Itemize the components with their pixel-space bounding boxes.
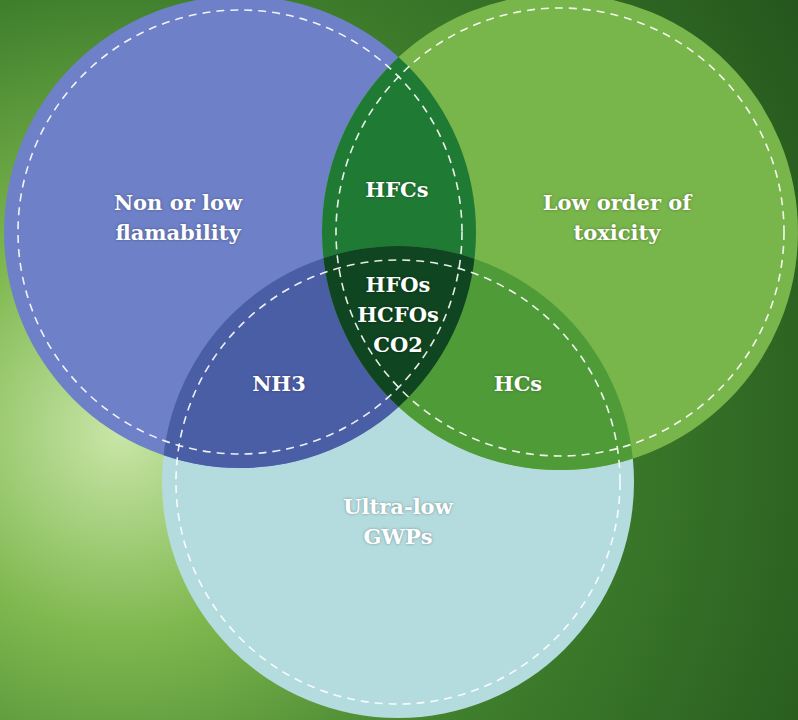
overlap-fill [322, 0, 798, 470]
venn-circle: Low order of toxicity [322, 0, 798, 470]
circle-label: Low order of toxicity [527, 188, 707, 248]
overlap-label: NH3 [234, 369, 324, 399]
overlap-label: HCs [473, 369, 563, 399]
overlap-label: HFOs HCFOs CO2 [350, 270, 446, 360]
dashed-ring [322, 0, 798, 470]
overlap-fill [322, 0, 798, 470]
circle-label: Ultra-low GWPs [323, 492, 473, 552]
circle-label: Non or low flamability [88, 188, 268, 248]
overlap-label: HFCs [342, 175, 452, 205]
